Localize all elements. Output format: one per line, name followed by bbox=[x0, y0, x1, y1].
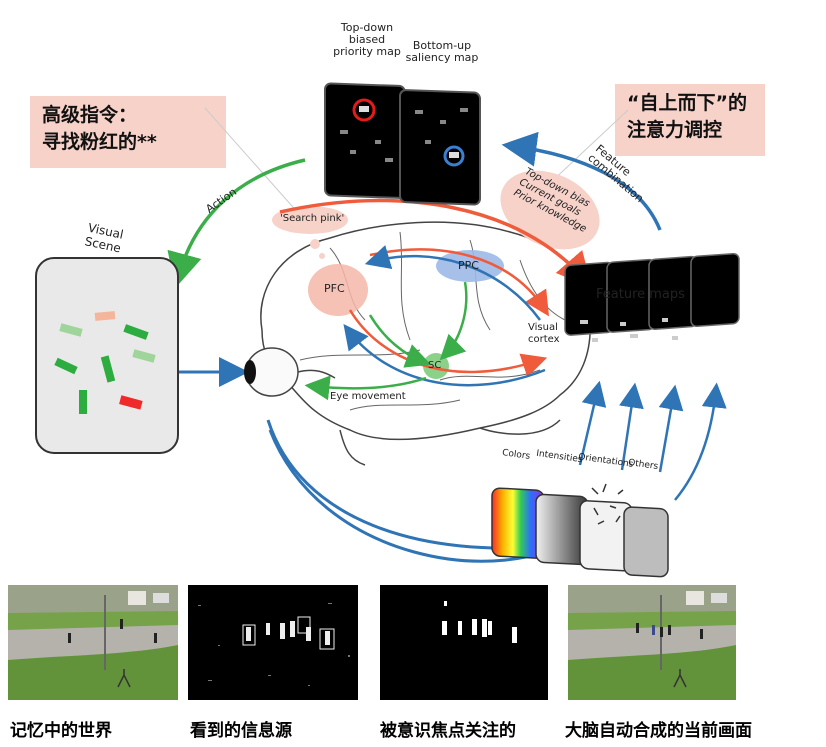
caption-synthesized-scene: 大脑自动合成的当前画面 bbox=[565, 721, 752, 741]
label-line: biased bbox=[348, 33, 386, 46]
optic-nerve bbox=[297, 369, 336, 379]
callout-high-level-command: 高级指令： 寻找粉红的** bbox=[30, 96, 226, 168]
caption-seen-information: 看到的信息源 bbox=[190, 721, 292, 741]
caption-remembered-world: 记忆中的世界 bbox=[10, 721, 112, 741]
top-down-map-label: Top-down biased priority map bbox=[326, 22, 408, 58]
feature-maps-stack bbox=[564, 252, 740, 342]
label-line: saliency map bbox=[405, 51, 479, 64]
photo-remembered-world bbox=[8, 585, 178, 700]
label-line: Bottom-up bbox=[412, 39, 472, 52]
arrow-colors-up bbox=[578, 380, 607, 466]
brain-stem bbox=[339, 429, 366, 466]
visual-scene-card bbox=[35, 257, 179, 454]
label-line: Top-down bbox=[340, 21, 394, 34]
arrow-intensities-up bbox=[619, 382, 644, 471]
arrow-feature-combination bbox=[501, 131, 662, 231]
eye-movement-label: Eye movement bbox=[330, 391, 406, 402]
arrow-vc-to-pfc-low-blue bbox=[343, 324, 546, 387]
photo-attended-focus bbox=[380, 585, 548, 700]
arrow-orientations-up bbox=[658, 384, 684, 473]
arrow-pfc-to-vc-red bbox=[369, 248, 550, 317]
top-down-bias-blob bbox=[500, 170, 600, 250]
arrow-eye-movement bbox=[304, 375, 427, 401]
callout-line-2: 注意力调控 bbox=[627, 119, 723, 141]
arrow-pfc-to-sc-green bbox=[368, 314, 432, 368]
visual-cortex-label: Visual cortex bbox=[528, 322, 560, 346]
pfc-region bbox=[308, 264, 368, 316]
photo-seen-information bbox=[188, 585, 358, 700]
attention-diagram bbox=[35, 82, 740, 578]
arrow-others-up bbox=[674, 382, 727, 501]
arrow-top-down-bias bbox=[279, 198, 592, 288]
callout-line-1: 高级指令： bbox=[42, 104, 138, 126]
bubble-dot-1 bbox=[310, 239, 320, 249]
callout-line-1: “自上而下”的 bbox=[627, 92, 747, 114]
pupil bbox=[244, 360, 256, 384]
feature-orientations-card bbox=[579, 483, 633, 572]
cerebellum bbox=[479, 419, 561, 435]
arrow-ppc-to-sc-green bbox=[439, 281, 468, 361]
top-down-priority-map bbox=[324, 82, 406, 199]
callout-leader-right bbox=[547, 109, 629, 186]
ppc-label: PPC bbox=[458, 259, 479, 272]
feature-maps-label: Feature maps bbox=[596, 287, 685, 302]
arrow-vc-to-pfc-blue bbox=[364, 245, 542, 321]
search-pink-bubble bbox=[272, 206, 348, 234]
feature-others-card bbox=[623, 506, 669, 578]
photo-synthesized-scene bbox=[568, 585, 736, 700]
label-line: Visual bbox=[528, 322, 558, 333]
sc-label: SC bbox=[428, 360, 442, 371]
callout-top-down-control: “自上而下”的 注意力调控 bbox=[615, 84, 765, 156]
pfc-label: PFC bbox=[324, 282, 345, 295]
label-line: priority map bbox=[333, 45, 401, 58]
arrow-action bbox=[167, 158, 306, 289]
label-line: cortex bbox=[528, 334, 560, 345]
bubble-dot-2 bbox=[319, 253, 325, 259]
callout-leader-left bbox=[204, 107, 301, 216]
bottom-up-saliency-map bbox=[399, 89, 481, 206]
search-pink-label: 'Search pink' bbox=[280, 213, 345, 224]
callout-line-2: 寻找粉红的** bbox=[42, 131, 157, 153]
bottom-up-map-label: Bottom-up saliency map bbox=[402, 40, 482, 64]
caption-attended-focus: 被意识焦点关注的 bbox=[380, 721, 516, 741]
